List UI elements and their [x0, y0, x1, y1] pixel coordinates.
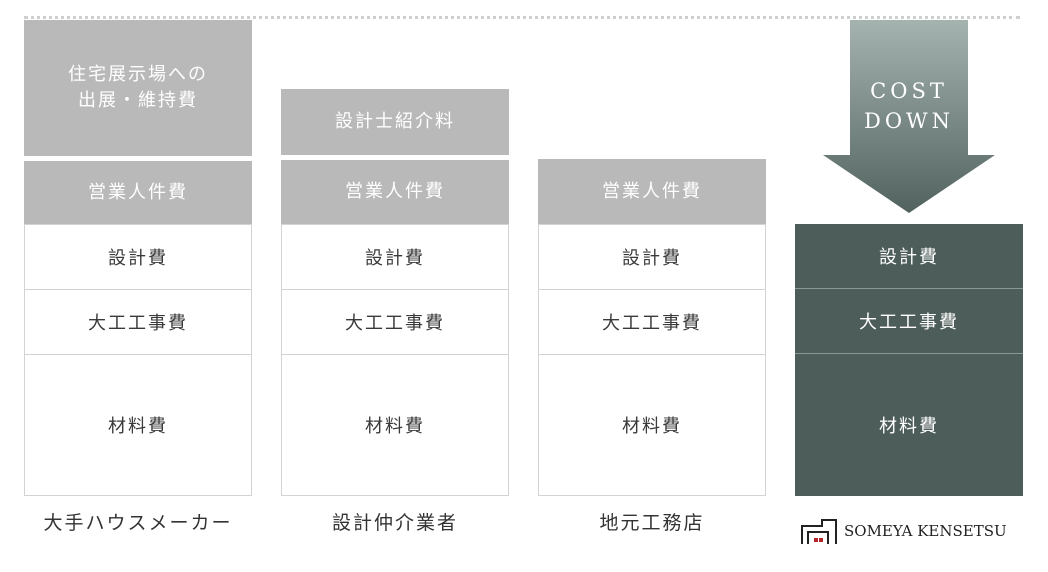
column-local-builder: 営業人件費 設計費 大工工事費 材料費 地元工務店: [538, 0, 766, 572]
column-house-maker: 住宅展示場への 出展・維持費 営業人件費 設計費 大工工事費 材料費 大手ハウス…: [24, 0, 252, 572]
personnel-cost-block: 営業人件費: [24, 161, 252, 224]
personnel-cost-block: 営業人件費: [538, 159, 766, 224]
material-cost-row: 材料費: [795, 354, 1023, 496]
carpentry-cost-row: 大工工事費: [795, 289, 1023, 353]
base-cost-stack: 設計費 大工工事費 材料費: [24, 224, 252, 496]
personnel-cost-block: 営業人件費: [281, 160, 509, 224]
material-cost-label: 材料費: [365, 416, 425, 437]
column-design-broker: 設計士紹介料 営業人件費 設計費 大工工事費 材料費 設計仲介業者: [281, 0, 509, 572]
arrow-down-icon: [823, 20, 995, 213]
carpentry-cost-label: 大工工事費: [88, 313, 188, 334]
row-divider: [282, 354, 508, 355]
carpentry-cost-label: 大工工事費: [345, 313, 445, 334]
row-divider: [795, 353, 1023, 354]
row-divider: [25, 289, 251, 290]
down-label: DOWN: [863, 109, 954, 133]
column-someya: COST DOWN 設計費 大工工事費 材料費: [795, 0, 1023, 572]
material-cost-label: 材料費: [108, 416, 168, 437]
cost-label: COST: [870, 79, 948, 103]
cost-down-arrow: COST DOWN: [795, 20, 1023, 214]
design-cost-row: 設計費: [795, 224, 1023, 288]
logo-wordmark: SOMEYA KENSETSU: [844, 522, 1007, 540]
row-divider: [795, 288, 1023, 289]
top-dotted-rule: [24, 16, 1020, 19]
someya-cost-stack: 設計費 大工工事費 材料費: [795, 224, 1023, 496]
personnel-cost-label: 営業人件費: [345, 181, 445, 202]
material-cost-label: 材料費: [622, 416, 682, 437]
architect-fee-block: 設計士紹介料: [281, 89, 509, 155]
carpentry-cost-row: 大工工事費: [539, 290, 765, 354]
personnel-cost-label: 営業人件費: [602, 180, 702, 202]
personnel-cost-label: 営業人件費: [88, 181, 188, 203]
architect-fee-label: 設計士紹介料: [335, 111, 455, 132]
exhibition-cost-line2: 出展・維持費: [78, 90, 198, 111]
material-cost-row: 材料費: [539, 355, 765, 495]
row-divider: [282, 289, 508, 290]
design-cost-label: 設計費: [108, 248, 168, 269]
design-cost-label: 設計費: [365, 248, 425, 269]
design-cost-label: 設計費: [879, 247, 939, 268]
local-builder-label: 地元工務店: [599, 512, 705, 534]
base-cost-stack: 設計費 大工工事費 材料費: [538, 224, 766, 496]
design-cost-row: 設計費: [539, 225, 765, 289]
design-cost-row: 設計費: [25, 225, 251, 289]
carpentry-cost-label: 大工工事費: [602, 313, 702, 334]
house-mark-icon: [801, 519, 837, 544]
material-cost-row: 材料費: [25, 355, 251, 495]
carpentry-cost-row: 大工工事費: [282, 290, 508, 354]
base-cost-stack: 設計費 大工工事費 材料費: [281, 224, 509, 496]
someya-logo: SOMEYA KENSETSU: [800, 515, 1024, 547]
exhibition-cost-line1: 住宅展示場への: [68, 64, 208, 85]
material-cost-label: 材料費: [879, 416, 939, 437]
design-cost-row: 設計費: [282, 225, 508, 289]
house-maker-label: 大手ハウスメーカー: [43, 512, 233, 534]
material-cost-row: 材料費: [282, 355, 508, 495]
exhibition-cost-block: 住宅展示場への 出展・維持費: [24, 20, 252, 156]
row-divider: [539, 354, 765, 355]
design-cost-label: 設計費: [622, 248, 682, 269]
carpentry-cost-label: 大工工事費: [859, 312, 959, 333]
carpentry-cost-row: 大工工事費: [25, 290, 251, 354]
row-divider: [25, 354, 251, 355]
design-broker-label: 設計仲介業者: [331, 512, 458, 534]
row-divider: [539, 289, 765, 290]
